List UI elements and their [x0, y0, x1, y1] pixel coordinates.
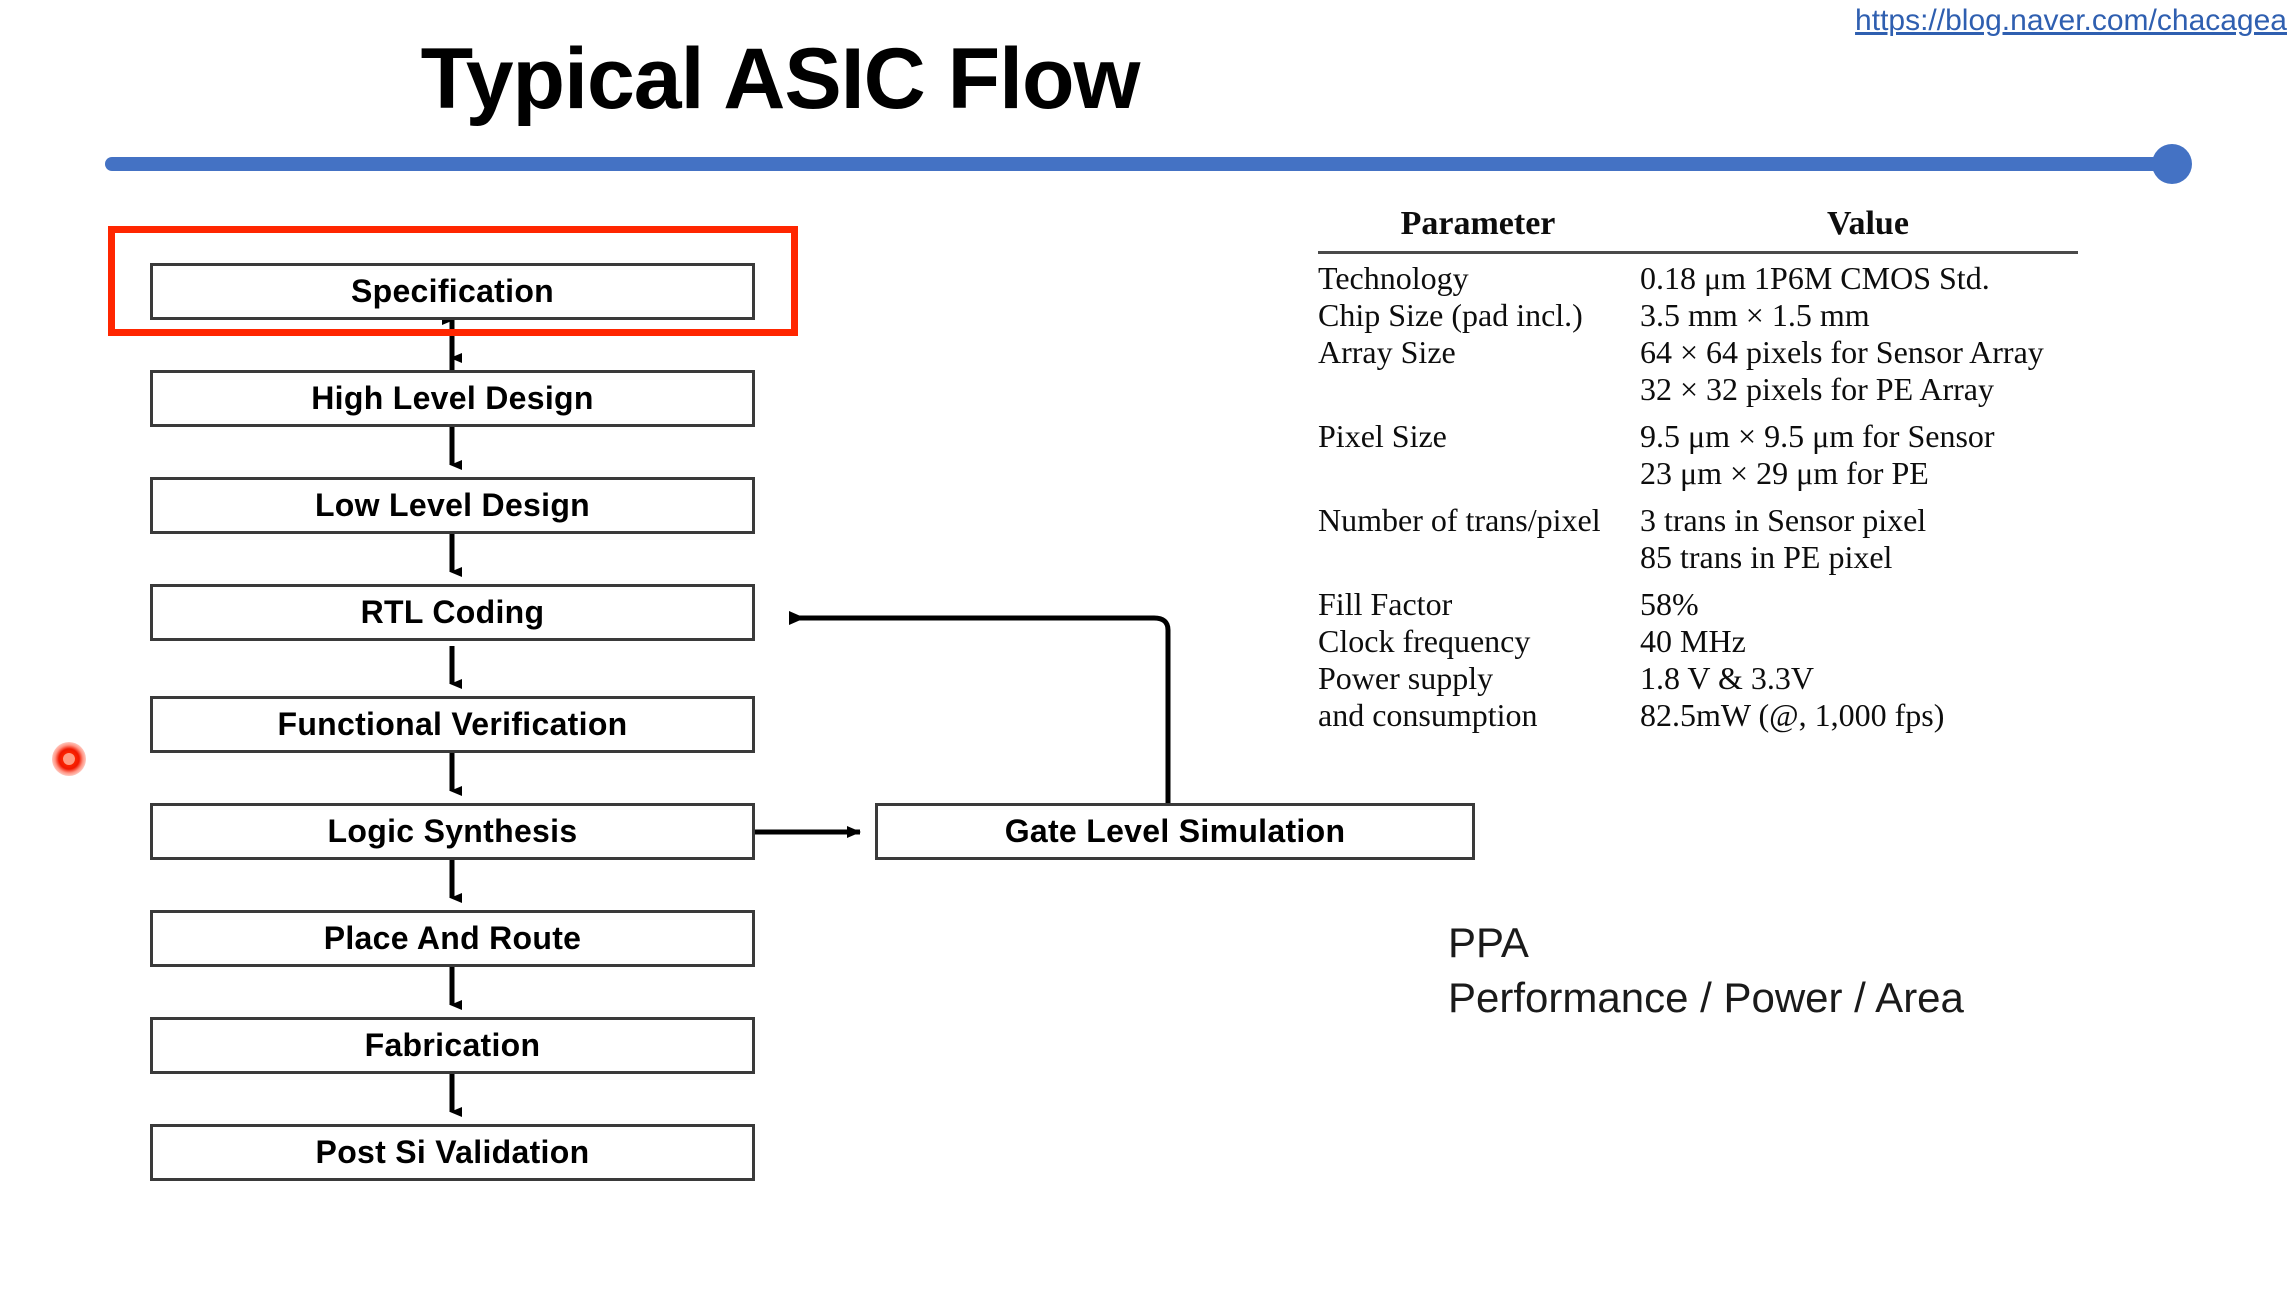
param-name: Pixel Size	[1318, 418, 1447, 454]
flow-box-rtl-coding[interactable]: RTL Coding	[150, 584, 755, 641]
param-value: 0.18 μm 1P6M CMOS Std.	[1640, 260, 1990, 296]
table-row: Fill Factor 58%	[1318, 586, 2078, 623]
flow-box-fabrication[interactable]: Fabrication	[150, 1017, 755, 1074]
param-value: 23 μm × 29 μm for PE	[1640, 455, 1929, 491]
param-name: Array Size	[1318, 334, 1456, 370]
flow-box-logic-synthesis[interactable]: Logic Synthesis	[150, 803, 755, 860]
table-row-continuation: 23 μm × 29 μm for PE	[1318, 455, 2078, 492]
table-row: Number of trans/pixel 3 trans in Sensor …	[1318, 502, 2078, 539]
table-row-continuation: 32 × 32 pixels for PE Array	[1318, 371, 2078, 408]
table-row: Chip Size (pad incl.) 3.5 mm × 1.5 mm	[1318, 297, 2078, 334]
table-body: Technology 0.18 μm 1P6M CMOS Std. Chip S…	[1318, 260, 2078, 734]
param-value: 82.5mW (@, 1,000 fps)	[1640, 697, 1945, 733]
param-name: Clock frequency	[1318, 623, 1531, 659]
table-row-continuation: 85 trans in PE pixel	[1318, 539, 2078, 576]
table-row: and consumption 82.5mW (@, 1,000 fps)	[1318, 697, 2078, 734]
param-value: 85 trans in PE pixel	[1640, 539, 1893, 575]
flow-box-post-si-validation[interactable]: Post Si Validation	[150, 1124, 755, 1181]
source-url-link[interactable]: https://blog.naver.com/chacagea	[1855, 4, 2287, 37]
table-row: Power supply 1.8 V & 3.3V	[1318, 660, 2078, 697]
param-name: Fill Factor	[1318, 586, 1453, 622]
table-row: Clock frequency 40 MHz	[1318, 623, 2078, 660]
flow-box-functional-verification[interactable]: Functional Verification	[150, 696, 755, 753]
laser-pointer-cursor	[52, 742, 86, 776]
progress-bar-knob[interactable]	[2152, 144, 2192, 184]
flow-box-low-level-design[interactable]: Low Level Design	[150, 477, 755, 534]
param-value: 64 × 64 pixels for Sensor Array	[1640, 334, 2044, 370]
table-row: Pixel Size 9.5 μm × 9.5 μm for Sensor	[1318, 418, 2078, 455]
column-header-parameter: Parameter	[1400, 205, 1556, 242]
specification-highlight-rectangle	[108, 226, 798, 336]
ppa-caption: PPA Performance / Power / Area	[1448, 915, 1964, 1025]
chip-spec-table: Parameter Value Technology 0.18 μm 1P6M …	[1318, 205, 2078, 733]
table-row: Technology 0.18 μm 1P6M CMOS Std.	[1318, 260, 2078, 297]
flow-box-place-and-route[interactable]: Place And Route	[150, 910, 755, 967]
param-value: 40 MHz	[1640, 623, 1746, 659]
param-value: 32 × 32 pixels for PE Array	[1640, 371, 1994, 407]
flow-box-high-level-design[interactable]: High Level Design	[150, 370, 755, 427]
table-header-row: Parameter Value	[1318, 205, 2078, 251]
param-value: 58%	[1640, 586, 1699, 622]
param-name: and consumption	[1318, 697, 1538, 733]
progress-bar-track	[105, 157, 2180, 171]
ppa-acronym: PPA	[1448, 919, 1529, 966]
param-name: Technology	[1318, 260, 1469, 296]
page-title: Typical ASIC Flow	[420, 31, 1141, 127]
param-value: 1.8 V & 3.3V	[1640, 660, 1814, 696]
column-header-value: Value	[1827, 205, 1909, 242]
param-value: 9.5 μm × 9.5 μm for Sensor	[1640, 418, 1995, 454]
param-name: Power supply	[1318, 660, 1494, 696]
asic-flow-diagram: Specification High Level Design Low Leve…	[108, 226, 1475, 1181]
ppa-expansion: Performance / Power / Area	[1448, 974, 1964, 1021]
flow-box-specification[interactable]: Specification	[150, 263, 755, 320]
param-name: Chip Size (pad incl.)	[1318, 297, 1583, 333]
param-value: 3.5 mm × 1.5 mm	[1640, 297, 1870, 333]
param-value: 3 trans in Sensor pixel	[1640, 502, 1927, 538]
table-row: Array Size 64 × 64 pixels for Sensor Arr…	[1318, 334, 2078, 371]
param-name: Number of trans/pixel	[1318, 502, 1601, 538]
flow-box-gate-level-simulation[interactable]: Gate Level Simulation	[875, 803, 1475, 860]
table-header-rule	[1318, 251, 2078, 254]
